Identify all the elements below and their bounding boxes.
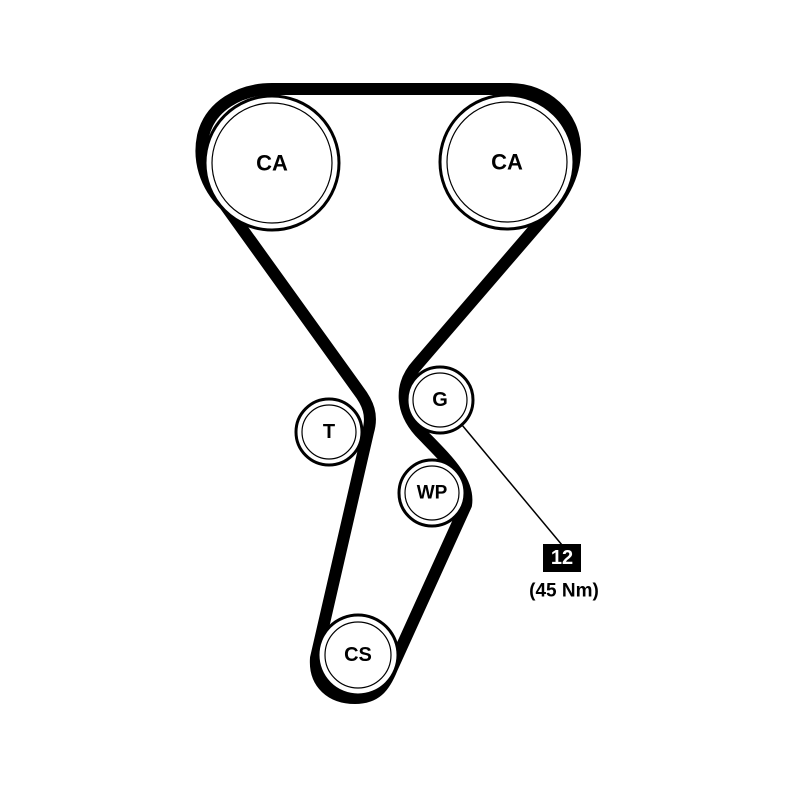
water-pump-pulley: WP (397, 458, 467, 528)
camshaft-pulley-right: CA (438, 93, 576, 231)
camshaft-pulley-left: CA (203, 94, 341, 232)
callout-number: 12 (551, 547, 573, 569)
guide-pulley: G (405, 365, 475, 435)
guide-pulley-label: G (432, 389, 448, 411)
tensioner-label: T (323, 421, 335, 443)
callout-leader-line (461, 424, 563, 546)
camshaft-left-label: CA (256, 151, 288, 176)
crankshaft-pulley: CS (316, 613, 400, 697)
tensioner-pulley: T (294, 397, 364, 467)
callout-badge: 12 (543, 544, 581, 572)
callout-box (543, 544, 581, 572)
camshaft-right-label: CA (491, 150, 523, 175)
water-pump-label: WP (417, 483, 448, 504)
torque-spec: (45 Nm) (529, 581, 599, 602)
crankshaft-label: CS (344, 644, 372, 666)
